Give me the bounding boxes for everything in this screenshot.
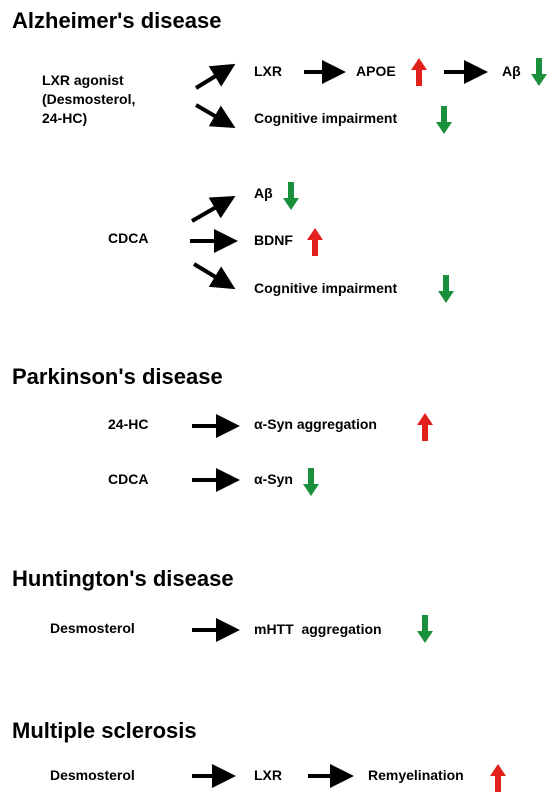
abeta-label-2: Aβ — [254, 185, 273, 201]
24hc-label: 24-HC — [108, 416, 149, 432]
cognitive-impairment-label-1: Cognitive impairment — [254, 110, 398, 126]
asyn-aggregation-label: α-Syn aggregation — [254, 416, 377, 432]
lxr-agonist-label-line3: 24-HC) — [42, 110, 88, 126]
mhtt-decrease-icon — [417, 615, 433, 643]
remyelination-label: Remyelination — [368, 767, 464, 783]
abeta-label-1: Aβ — [502, 63, 521, 79]
desmosterol-label-ms: Desmosterol — [50, 767, 135, 783]
lxr-label-ms: LXR — [254, 767, 282, 783]
alzheimers-heading: Alzheimer's disease — [12, 8, 222, 33]
ms-heading: Multiple sclerosis — [12, 718, 197, 743]
huntingtons-heading: Huntington's disease — [12, 566, 234, 591]
remyelination-increase-icon — [490, 764, 506, 792]
cognitive-impairment-label-2: Cognitive impairment — [254, 280, 398, 296]
bdnf-label: BDNF — [254, 232, 293, 248]
lxr-agonist-label-line1: LXR agonist — [42, 72, 124, 88]
apoe-increase-icon — [411, 58, 427, 86]
bdnf-increase-icon — [307, 228, 323, 256]
cognitive-decrease-icon-2 — [438, 275, 454, 303]
cognitive-decrease-icon — [436, 106, 452, 134]
asyn-label: α-Syn — [254, 471, 293, 487]
apoe-label: APOE — [356, 63, 396, 79]
arrow-cdca-to-cognitive — [192, 262, 236, 290]
parkinsons-heading: Parkinson's disease — [12, 364, 223, 389]
cdca-label-pd: CDCA — [108, 471, 149, 487]
arrow-cdca-to-abeta — [191, 196, 236, 223]
abeta-decrease-icon — [531, 58, 547, 86]
arrow-agonist-to-lxr — [194, 63, 236, 90]
arrow-agonist-to-cognitive — [194, 103, 236, 129]
mhtt-aggregation-label: mHTT aggregation — [254, 621, 382, 637]
lxr-agonist-label-line2: (Desmosterol, — [42, 91, 136, 107]
lxr-label: LXR — [254, 63, 282, 79]
cdca-label-alz: CDCA — [108, 230, 149, 246]
asyn-decrease-icon — [303, 468, 319, 496]
abeta-decrease-icon-2 — [283, 182, 299, 210]
desmosterol-label-hd: Desmosterol — [50, 620, 135, 636]
asyn-aggregation-increase-icon — [417, 413, 433, 441]
